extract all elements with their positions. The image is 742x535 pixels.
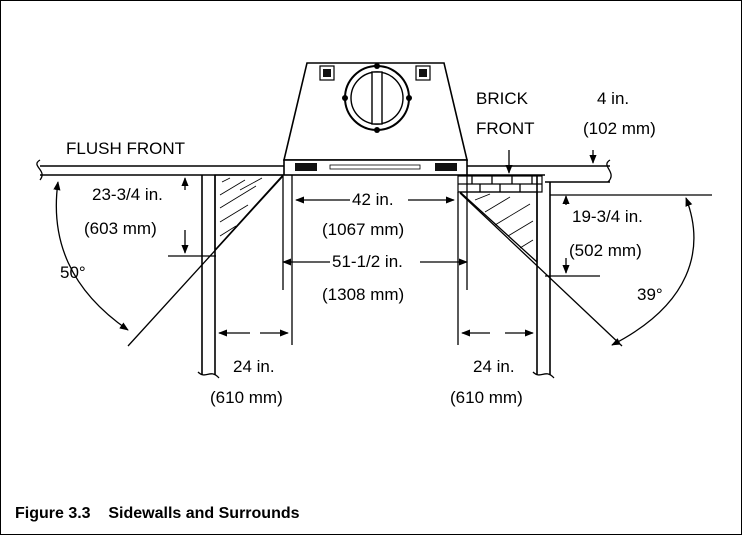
angle-indicators [53, 175, 695, 347]
opening-width-label: 42 in. [352, 190, 394, 209]
right-angle-label: 39° [637, 285, 663, 304]
left-clearance-mm-label: (610 mm) [210, 388, 283, 407]
right-combustible-zone [458, 191, 538, 264]
flue-collar-icon [342, 63, 412, 133]
opening-edges [291, 175, 459, 345]
right-clearance-label: 24 in. [473, 357, 515, 376]
left-angle-label: 50° [60, 263, 86, 282]
left-depth-label: 23-3/4 in. [92, 185, 163, 204]
left-clearance-label: 24 in. [233, 357, 275, 376]
hearth-height-label: 4 in. [597, 89, 629, 108]
right-depth-mm-label: (502 mm) [569, 241, 642, 260]
flush-front-label: FLUSH FRONT [66, 139, 185, 158]
figure-title: Sidewalls and Surrounds [108, 505, 300, 522]
figure-number: Figure 3.3 [15, 505, 91, 522]
right-depth-label: 19-3/4 in. [572, 207, 643, 226]
left-depth-mm-label: (603 mm) [84, 219, 157, 238]
figure-caption: Figure 3.3 Sidewalls and Surrounds [15, 505, 300, 523]
brick-front-wall [457, 159, 612, 379]
overall-width-label: 51-1/2 in. [332, 252, 403, 271]
diagram-labels: FLUSH FRONT BRICK FRONT 4 in. (102 mm) 2… [60, 89, 663, 407]
opening-width-mm-label: (1067 mm) [322, 220, 404, 239]
brick-label: BRICK [476, 89, 529, 108]
fireplace-unit [282, 62, 469, 176]
front-label: FRONT [476, 119, 535, 138]
dimension-lines [168, 150, 712, 337]
right-clearance-mm-label: (610 mm) [450, 388, 523, 407]
hearth-height-mm-label: (102 mm) [583, 119, 656, 138]
overall-width-mm-label: (1308 mm) [322, 285, 404, 304]
